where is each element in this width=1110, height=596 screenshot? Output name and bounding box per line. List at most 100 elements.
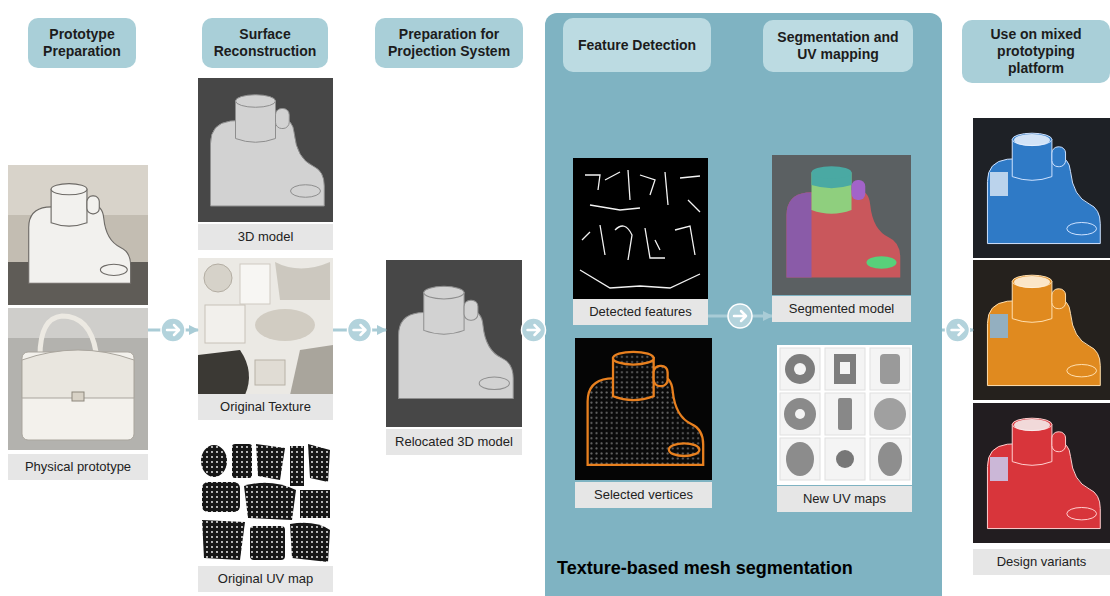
- new-uv-maps-image: [777, 345, 912, 485]
- segmented-model-image: [772, 155, 911, 295]
- selected-vertices-image: [575, 338, 712, 480]
- design-variant-photos: [990, 314, 1008, 338]
- segmented-model-image: [772, 155, 911, 295]
- panel-background: [545, 13, 942, 596]
- stage-header: Segmentation and UV mapping: [763, 20, 913, 72]
- texture-image: [198, 258, 333, 395]
- flow-arrow-chevron: [167, 325, 179, 335]
- segmented-model-image: [852, 180, 866, 200]
- new-uv-maps-image: [780, 348, 820, 390]
- image-caption: Selected vertices: [575, 482, 712, 508]
- stage-title: Prototype Preparation: [36, 26, 128, 60]
- stage-title: Surface Reconstruction: [210, 26, 320, 60]
- uv-map-image: [300, 490, 330, 518]
- design-variant-photos: [990, 172, 1008, 196]
- prototype-photo: [8, 165, 148, 305]
- new-uv-maps-image: [777, 345, 912, 485]
- new-uv-maps-image: [780, 438, 820, 480]
- selected-vertices-image: [588, 352, 704, 465]
- image-caption: Original UV map: [198, 566, 333, 592]
- feature-lines-image: [573, 158, 708, 300]
- new-uv-maps-image: [780, 393, 820, 435]
- new-uv-maps-image: [794, 363, 806, 375]
- panel-title: Texture-based mesh segmentation: [557, 558, 853, 579]
- uv-map-image: [290, 446, 304, 486]
- segmented-model-image: [787, 193, 812, 278]
- stage-title: Feature Detection: [578, 37, 696, 54]
- stage-header: Surface Reconstruction: [202, 18, 328, 68]
- image-caption: Detected features: [573, 299, 708, 325]
- image-card: Segmented model: [772, 155, 911, 322]
- flow-arrow-badge: [522, 318, 546, 342]
- render-relocated-model: [386, 260, 522, 427]
- texture-image: [240, 264, 270, 304]
- prototype-photo: [72, 392, 84, 401]
- image-card: 3D model: [198, 78, 333, 250]
- new-uv-maps-image: [795, 409, 805, 419]
- render-relocated-model: [386, 260, 522, 427]
- stage-title: Preparation for Projection System: [383, 26, 515, 60]
- uv-map-image: [250, 526, 285, 560]
- flow-arrow-chevron: [952, 325, 964, 335]
- new-uv-maps-image: [880, 354, 900, 384]
- flow-arrow-badge: [348, 318, 372, 342]
- design-variant-photos: [1014, 419, 1050, 431]
- new-uv-maps-image: [825, 438, 865, 480]
- texture-image: [205, 305, 245, 343]
- stage-title: Use on mixed prototyping platform: [970, 26, 1102, 76]
- image-caption: Original Texture: [198, 394, 333, 420]
- design-variant-photos: [973, 403, 1110, 543]
- image-card: New UV maps: [777, 345, 912, 512]
- texture-image: [255, 309, 315, 341]
- segmented-model-image: [867, 256, 897, 269]
- stage-header: Use on mixed prototyping platform: [962, 20, 1110, 83]
- image-card: Original Texture: [198, 258, 333, 420]
- uv-map-image: [201, 445, 227, 477]
- flow-arrow-badge: [946, 318, 970, 342]
- design-variant-photos: [973, 260, 1110, 400]
- segmented-model-image: [812, 166, 852, 179]
- flow-connector: [942, 318, 973, 342]
- uv-map-image: [290, 523, 330, 562]
- stage-title: Segmentation and UV mapping: [771, 29, 905, 63]
- render-3d-model: [211, 95, 325, 206]
- new-uv-maps-image: [825, 348, 865, 390]
- image-caption: Segmented model: [772, 296, 911, 322]
- flow-arrow-chevron: [734, 311, 746, 321]
- stage-header: Preparation for Projection System: [375, 18, 523, 68]
- texture-image: [204, 264, 232, 292]
- prototype-photo: [8, 308, 148, 338]
- uv-map-image: [256, 444, 285, 480]
- image-caption: New UV maps: [777, 486, 912, 512]
- flow-arrow-badge: [728, 304, 752, 328]
- new-uv-maps-image: [825, 393, 865, 435]
- image-card: Physical prototype: [8, 165, 148, 480]
- new-uv-maps-image: [870, 348, 910, 390]
- stage-header: Prototype Preparation: [28, 18, 136, 68]
- texture-image: [275, 262, 330, 300]
- flow-connector: [522, 318, 546, 342]
- uv-map-image: [244, 483, 296, 520]
- design-variant-photos: [987, 275, 1100, 385]
- design-variant-photos: [1014, 276, 1050, 288]
- image-card: Original UV map: [198, 440, 333, 592]
- texture-image: [198, 350, 249, 395]
- new-uv-maps-image: [838, 398, 852, 430]
- flow-arrow-chevron: [528, 325, 540, 335]
- feature-lines-image: [573, 158, 708, 300]
- uv-map-image: [198, 440, 333, 565]
- selected-vertices-image: [575, 338, 712, 480]
- new-uv-maps-image: [874, 398, 906, 430]
- design-variant-photos: [987, 133, 1100, 243]
- render-3d-model: [198, 78, 333, 222]
- new-uv-maps-image: [785, 354, 815, 384]
- new-uv-maps-image: [836, 450, 854, 468]
- new-uv-maps-image: [878, 442, 902, 476]
- image-card: Design variants: [973, 118, 1110, 575]
- segmented-model-image: [787, 166, 901, 277]
- uv-map-image: [202, 482, 240, 512]
- flow-connector: [333, 318, 386, 342]
